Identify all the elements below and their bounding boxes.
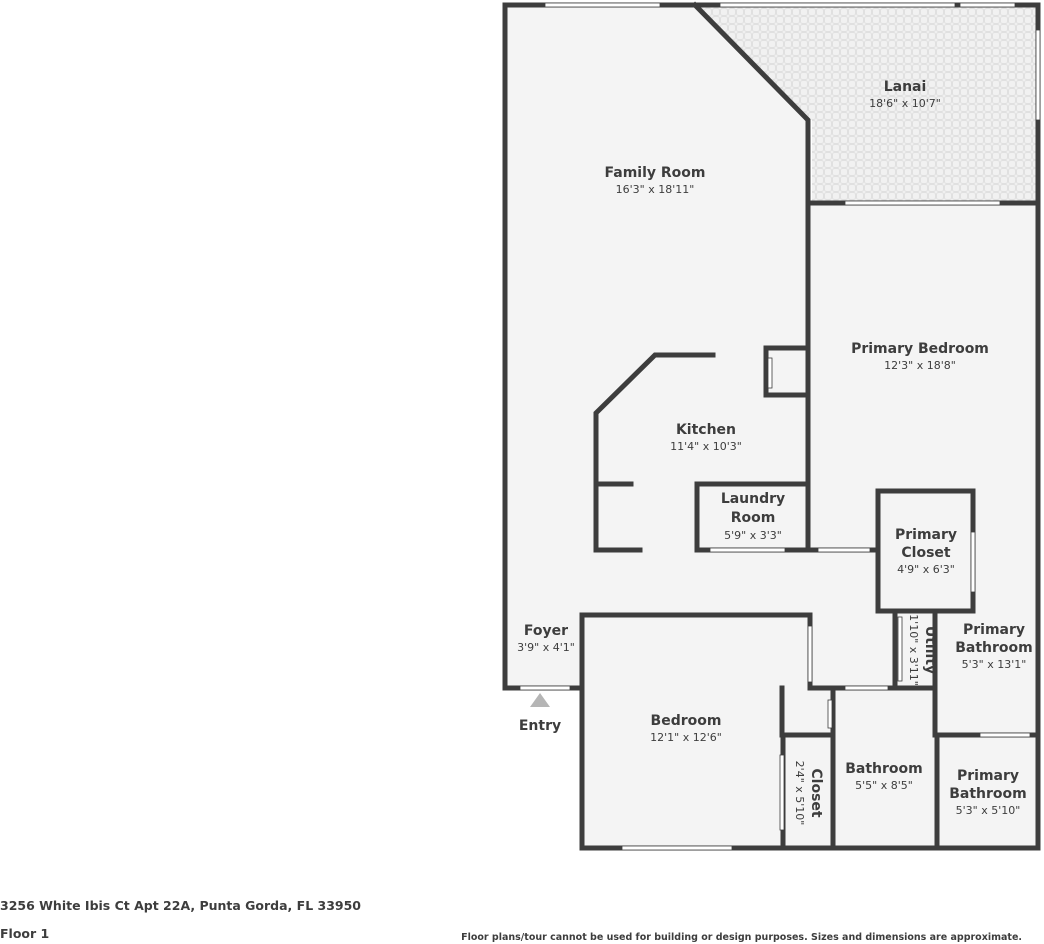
property-address: 3256 White Ibis Ct Apt 22A, Punta Gorda,… xyxy=(0,898,362,913)
room-name-closet: Closet xyxy=(808,768,824,818)
room-name-lanai: Lanai xyxy=(884,79,927,95)
room-dim-laundry: 5'9" x 3'3" xyxy=(724,529,782,542)
entry-arrow-icon xyxy=(530,693,550,707)
room-name-laundry-line1: Laundry xyxy=(721,491,785,507)
entry-label: Entry xyxy=(519,718,561,734)
room-dim-family-room: 16'3" x 18'11" xyxy=(616,183,695,196)
lanai-floor xyxy=(695,5,1038,203)
room-name-bedroom: Bedroom xyxy=(651,713,722,729)
room-dim-utility: 1'10" x 3'11" xyxy=(907,614,920,686)
disclaimer-text: Floor plans/tour cannot be used for buil… xyxy=(461,932,1022,943)
floor-label: Floor 1 xyxy=(0,926,50,941)
room-name-utility: Utility xyxy=(922,626,938,674)
room-name-family-room: Family Room xyxy=(605,165,706,181)
room-name-primary-closet-line2: Closet xyxy=(901,545,951,561)
room-dim-primary-closet: 4'9" x 6'3" xyxy=(897,563,955,576)
room-dim-closet: 2'4" x 5'10" xyxy=(793,761,806,826)
room-dim-primary-bathroom-1: 5'3" x 13'1" xyxy=(962,658,1027,671)
windows xyxy=(519,2,1041,851)
room-name-primary-bedroom: Primary Bedroom xyxy=(851,341,989,357)
room-name-kitchen: Kitchen xyxy=(676,422,736,438)
room-dim-foyer: 3'9" x 4'1" xyxy=(517,641,575,654)
room-name-bathroom: Bathroom xyxy=(845,761,923,777)
room-dim-kitchen: 11'4" x 10'3" xyxy=(670,440,742,453)
room-dim-bedroom: 12'1" x 12'6" xyxy=(650,731,722,744)
room-name-foyer: Foyer xyxy=(524,623,568,639)
room-name-primary-bathroom-2-line1: Primary xyxy=(957,768,1019,784)
room-name-laundry-line2: Room xyxy=(731,510,776,526)
room-dim-lanai: 18'6" x 10'7" xyxy=(869,97,941,110)
interior-floor xyxy=(505,5,1038,848)
room-name-primary-closet-line1: Primary xyxy=(895,527,957,543)
room-name-primary-bathroom-1-line2: Bathroom xyxy=(955,640,1033,656)
room-name-primary-bathroom-1-line1: Primary xyxy=(963,622,1025,638)
room-name-primary-bathroom-2-line2: Bathroom xyxy=(949,786,1027,802)
room-dim-primary-bathroom-2: 5'3" x 5'10" xyxy=(956,804,1021,817)
room-dim-primary-bedroom: 12'3" x 18'8" xyxy=(884,359,956,372)
room-dim-bathroom: 5'5" x 8'5" xyxy=(855,779,913,792)
